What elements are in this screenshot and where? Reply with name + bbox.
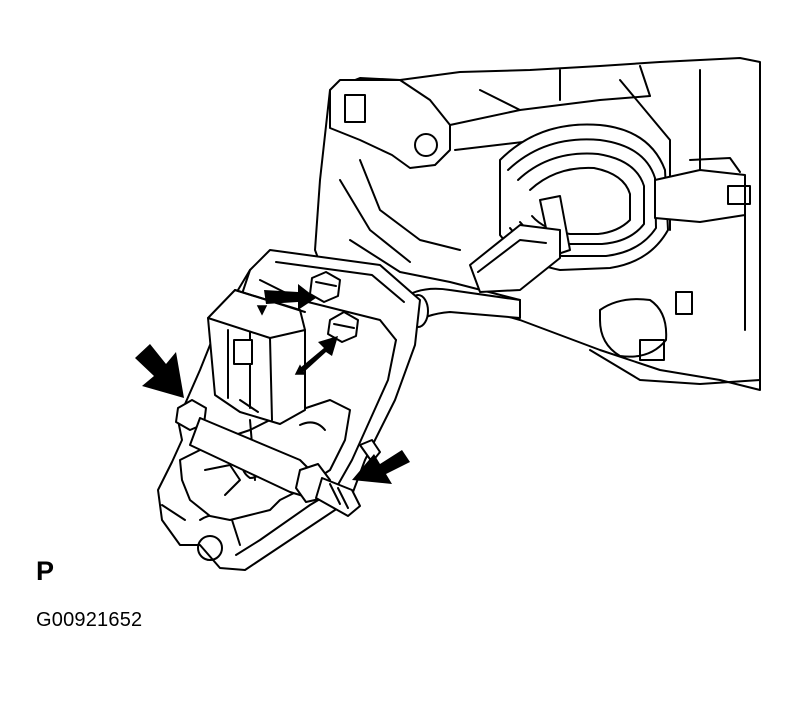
callout-arrow-top [264,284,316,310]
callout-arrow-middle [300,336,338,372]
leader-arrow-2 [296,366,304,374]
shift-boot [470,124,668,292]
callout-arrow-left [135,344,184,398]
callout-arrow-right [352,450,410,484]
park-switch [208,290,305,424]
view-code-label: P [36,556,55,586]
figure-id-label: G00921652 [36,609,143,631]
housing-hardware [590,158,760,384]
leader-arrow-1 [258,306,266,314]
